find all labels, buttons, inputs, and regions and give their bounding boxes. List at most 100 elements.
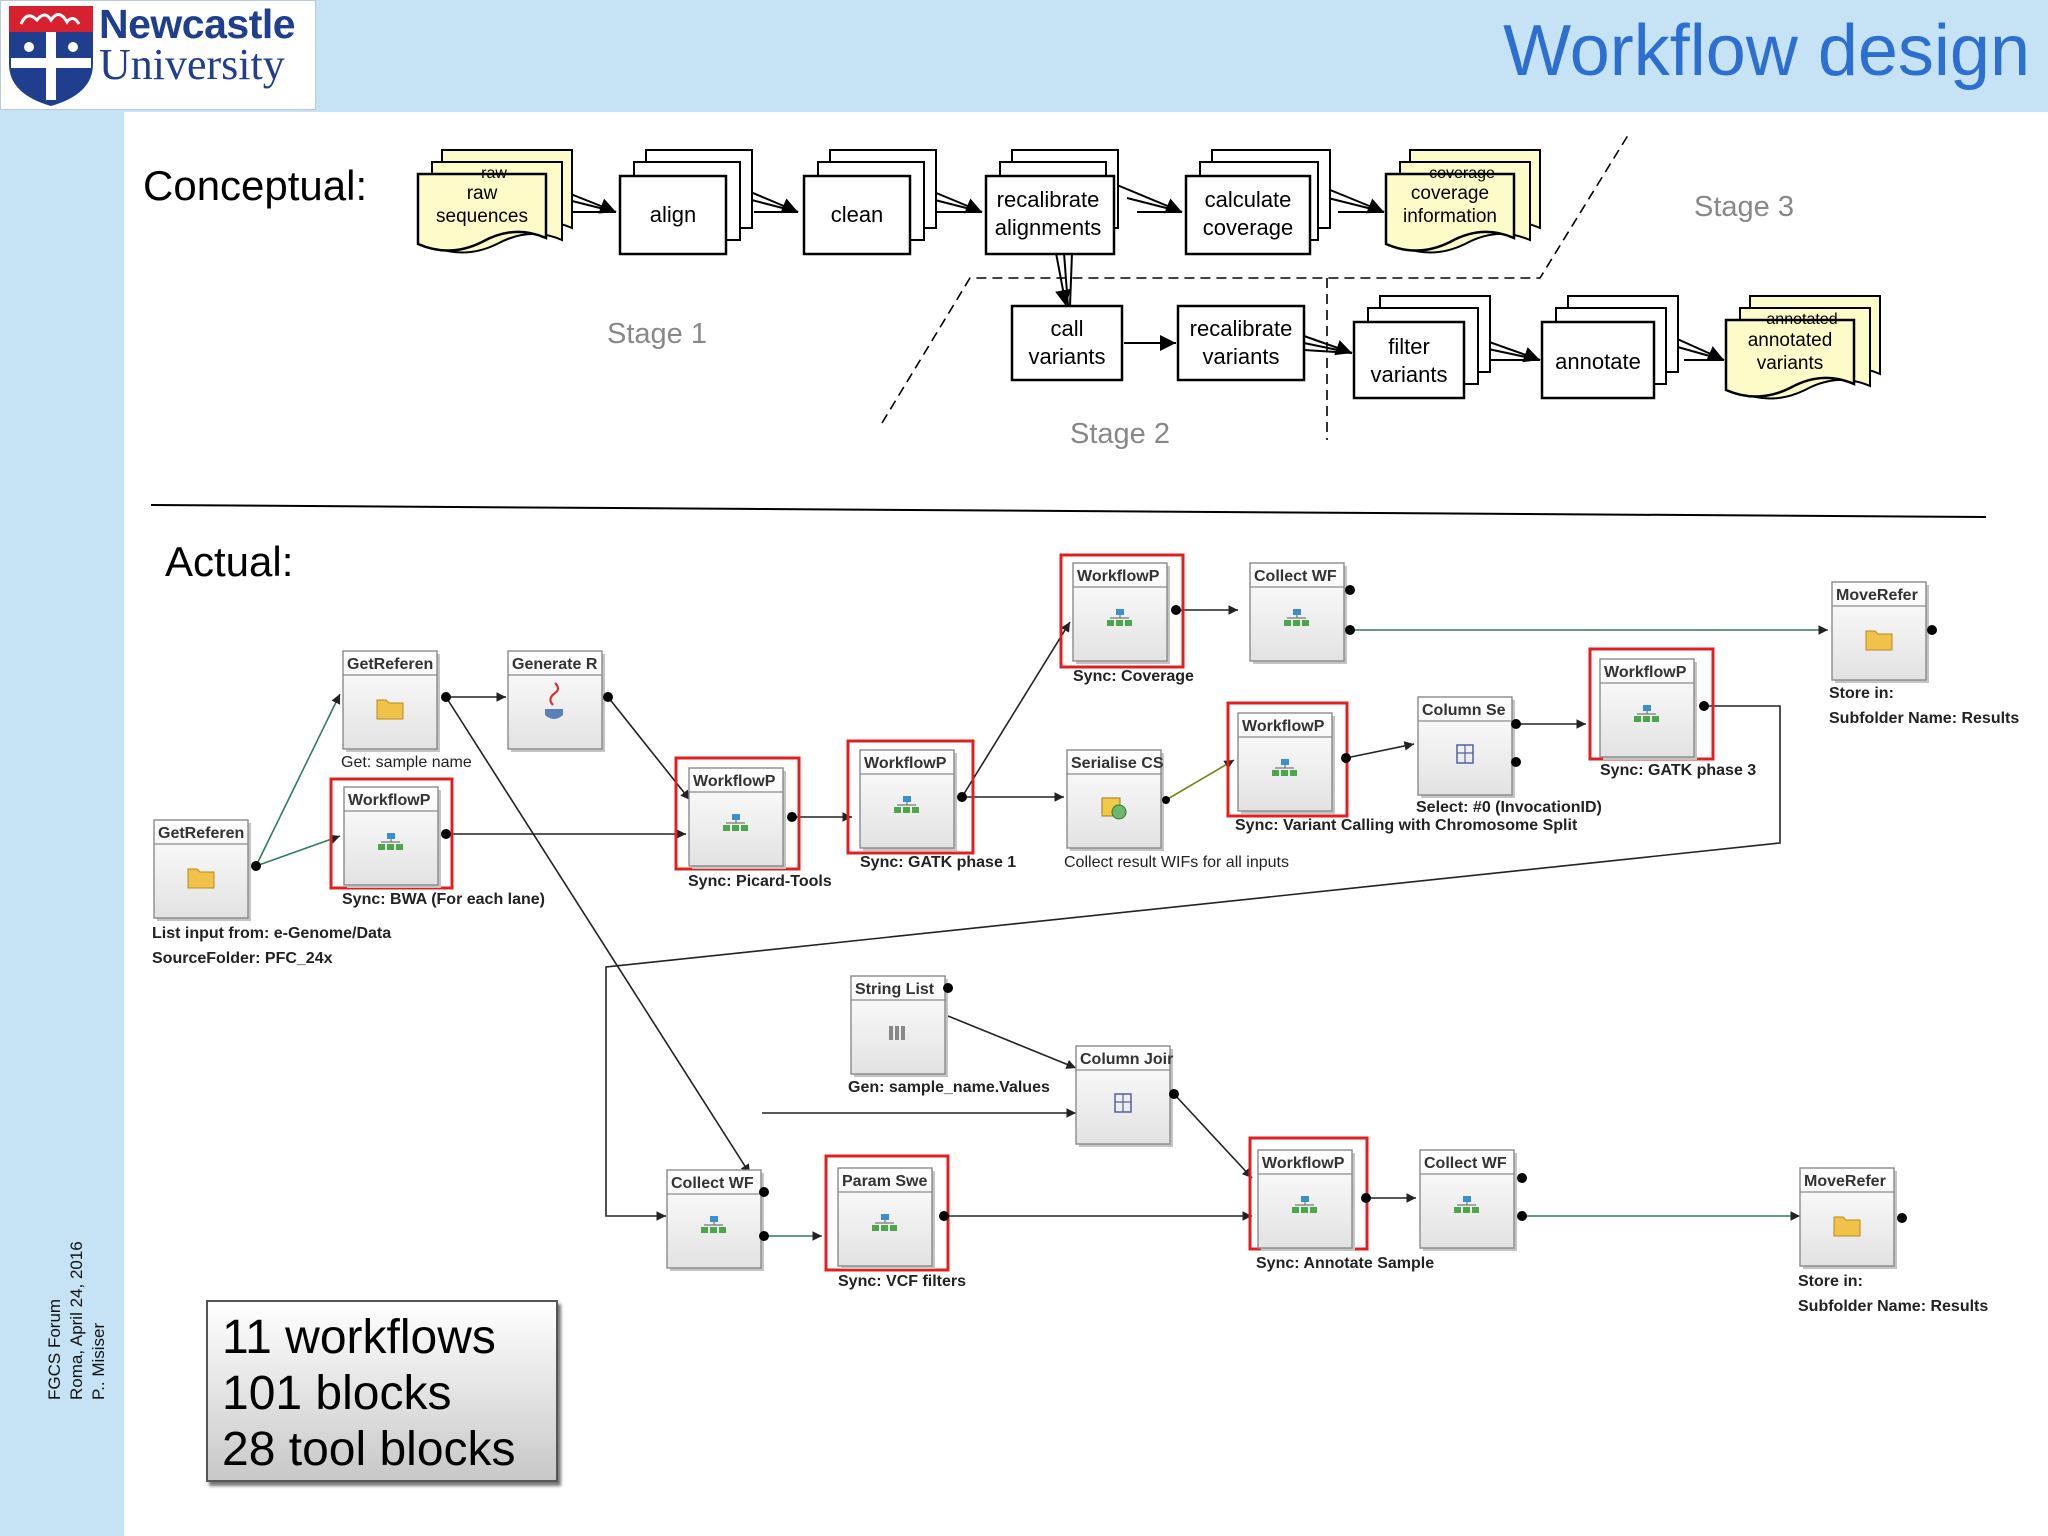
block-getref-sample[interactable]: GetReferen <box>342 650 440 752</box>
block-title: WorkflowP <box>348 792 431 809</box>
process-label: variants <box>1370 362 1447 387</box>
data-raw-sequences: raw raw sequences <box>416 149 573 254</box>
block-title: WorkflowP <box>1604 664 1687 681</box>
data-label: annotated <box>1748 330 1833 351</box>
block-caption: SourceFolder: PFC_24x <box>152 950 333 967</box>
process-label: calculate <box>1205 187 1292 212</box>
process-label: clean <box>831 202 884 227</box>
block-caption: Collect result WIFs for all inputs <box>1064 854 1289 871</box>
wf-icon <box>1284 609 1309 626</box>
process-label: variants <box>1028 344 1105 369</box>
block-caption: Subfolder Name: Results <box>1829 710 2019 727</box>
block-caption: Sync: Variant Calling with Chromosome Sp… <box>1235 817 1578 834</box>
wf-icon <box>1454 1196 1479 1213</box>
process-label: variants <box>1202 344 1279 369</box>
logo-line1: Newcastle <box>99 1 296 47</box>
wf-icon <box>1107 609 1132 626</box>
block-param-sweep[interactable]: Param Swe <box>837 1167 935 1269</box>
block-collect-wf3[interactable]: Collect WF <box>1419 1149 1517 1251</box>
block-caption: Sync: VCF filters <box>838 1273 966 1290</box>
block-title: GetReferen <box>158 825 244 842</box>
wf-icon <box>1634 705 1659 722</box>
block-wf-variant[interactable]: WorkflowP <box>1237 712 1335 814</box>
block-title: Collect WF <box>1424 1155 1507 1172</box>
block-caption: Sync: GATK phase 3 <box>1600 762 1756 779</box>
block-title: WorkflowP <box>1262 1155 1345 1172</box>
block-wf-bwa[interactable]: WorkflowP <box>343 786 441 888</box>
data-label: variants <box>1757 353 1824 374</box>
block-caption: Sync: BWA (For each lane) <box>342 891 545 908</box>
block-title: WorkflowP <box>1077 568 1160 585</box>
block-getref-main[interactable]: GetReferen <box>153 819 251 921</box>
block-wf-gatk1[interactable]: WorkflowP <box>859 749 957 851</box>
block-move-ref2[interactable]: MoveRefer <box>1799 1167 1897 1269</box>
data-annotated-variants: annotated annotated variants <box>1724 295 1881 400</box>
wf-icon <box>1292 1196 1317 1213</box>
block-title: WorkflowP <box>864 755 947 772</box>
block-serialise[interactable]: Serialise CS <box>1066 749 1164 851</box>
block-wf-gatk3[interactable]: WorkflowP <box>1599 658 1697 760</box>
wf-icon <box>894 796 919 813</box>
list-icon <box>889 1026 905 1040</box>
university-logo: Newcastle University <box>0 0 316 110</box>
block-caption: Store in: <box>1829 685 1894 702</box>
data-label: information <box>1403 206 1497 227</box>
folder-icon <box>1865 630 1893 651</box>
process-call-variants: call variants <box>1010 304 1124 382</box>
process-recalibrate-variants: recalibrate variants <box>1176 304 1306 382</box>
stats-workflows: 11 workflows <box>222 1311 496 1364</box>
block-caption: Subfolder Name: Results <box>1798 1298 1988 1315</box>
block-title: MoveRefer <box>1804 1173 1886 1190</box>
block-caption: Sync: GATK phase 1 <box>860 854 1016 871</box>
gear-icon <box>1101 797 1127 820</box>
block-collect-wf2[interactable]: Collect WF <box>666 1169 764 1271</box>
block-title: Column Joir <box>1080 1051 1173 1068</box>
wf-icon <box>1272 759 1297 776</box>
col-icon <box>1456 744 1474 764</box>
block-title: Generate R <box>512 656 598 673</box>
block-move-ref1[interactable]: MoveRefer <box>1831 581 1929 683</box>
block-title: MoveRefer <box>1836 587 1918 604</box>
process-label: coverage <box>1203 215 1294 240</box>
actual-heading: Actual: <box>165 538 293 585</box>
folder-icon <box>376 699 404 720</box>
process-label: alignments <box>995 215 1101 240</box>
block-generate[interactable]: Generate R <box>507 650 605 752</box>
folder-icon <box>187 868 215 889</box>
process-filter-variants: filter variants <box>1352 295 1491 400</box>
block-title: Param Swe <box>842 1173 927 1190</box>
wf-icon <box>723 814 748 831</box>
process-label: filter <box>1388 334 1430 359</box>
block-collect-wf1[interactable]: Collect WF <box>1249 562 1347 664</box>
block-column-select[interactable]: Column Se <box>1417 696 1515 798</box>
data-label: raw <box>467 183 498 204</box>
block-caption: Sync: Picard-Tools <box>688 873 832 890</box>
block-title: Collect WF <box>671 1175 754 1192</box>
process-label: recalibrate <box>997 187 1100 212</box>
java-icon <box>545 682 563 719</box>
data-coverage-information: coverage coverage information <box>1384 149 1541 254</box>
header-bar <box>0 0 2048 112</box>
block-title: WorkflowP <box>1242 718 1325 735</box>
process-recalibrate-alignments: recalibrate alignments <box>984 149 1119 256</box>
stage3-label: Stage 3 <box>1694 191 1794 223</box>
crest-icon <box>9 6 93 106</box>
stage1-label: Stage 1 <box>607 318 707 350</box>
process-label: recalibrate <box>1190 316 1293 341</box>
block-wf-annotate[interactable]: WorkflowP <box>1257 1149 1355 1251</box>
logo-line2: University <box>99 40 285 89</box>
block-wf-picard[interactable]: WorkflowP <box>688 767 786 869</box>
wf-icon <box>378 833 403 850</box>
stats-box: 11 workflows 101 blocks 28 tool blocks <box>206 1300 558 1482</box>
block-string-list[interactable]: String List <box>850 975 948 1077</box>
block-column-join[interactable]: Column Joir <box>1075 1045 1173 1147</box>
block-title: Column Se <box>1422 702 1506 719</box>
process-label: call <box>1050 316 1083 341</box>
block-caption: Gen: sample_name.Values <box>848 1079 1050 1096</box>
data-label: coverage <box>1411 183 1489 204</box>
stage2-label: Stage 2 <box>1070 418 1170 450</box>
conceptual-heading: Conceptual: <box>143 162 367 209</box>
block-title: WorkflowP <box>693 773 776 790</box>
block-wf-coverage[interactable]: WorkflowP <box>1072 562 1170 664</box>
actual-links <box>255 605 1828 1241</box>
